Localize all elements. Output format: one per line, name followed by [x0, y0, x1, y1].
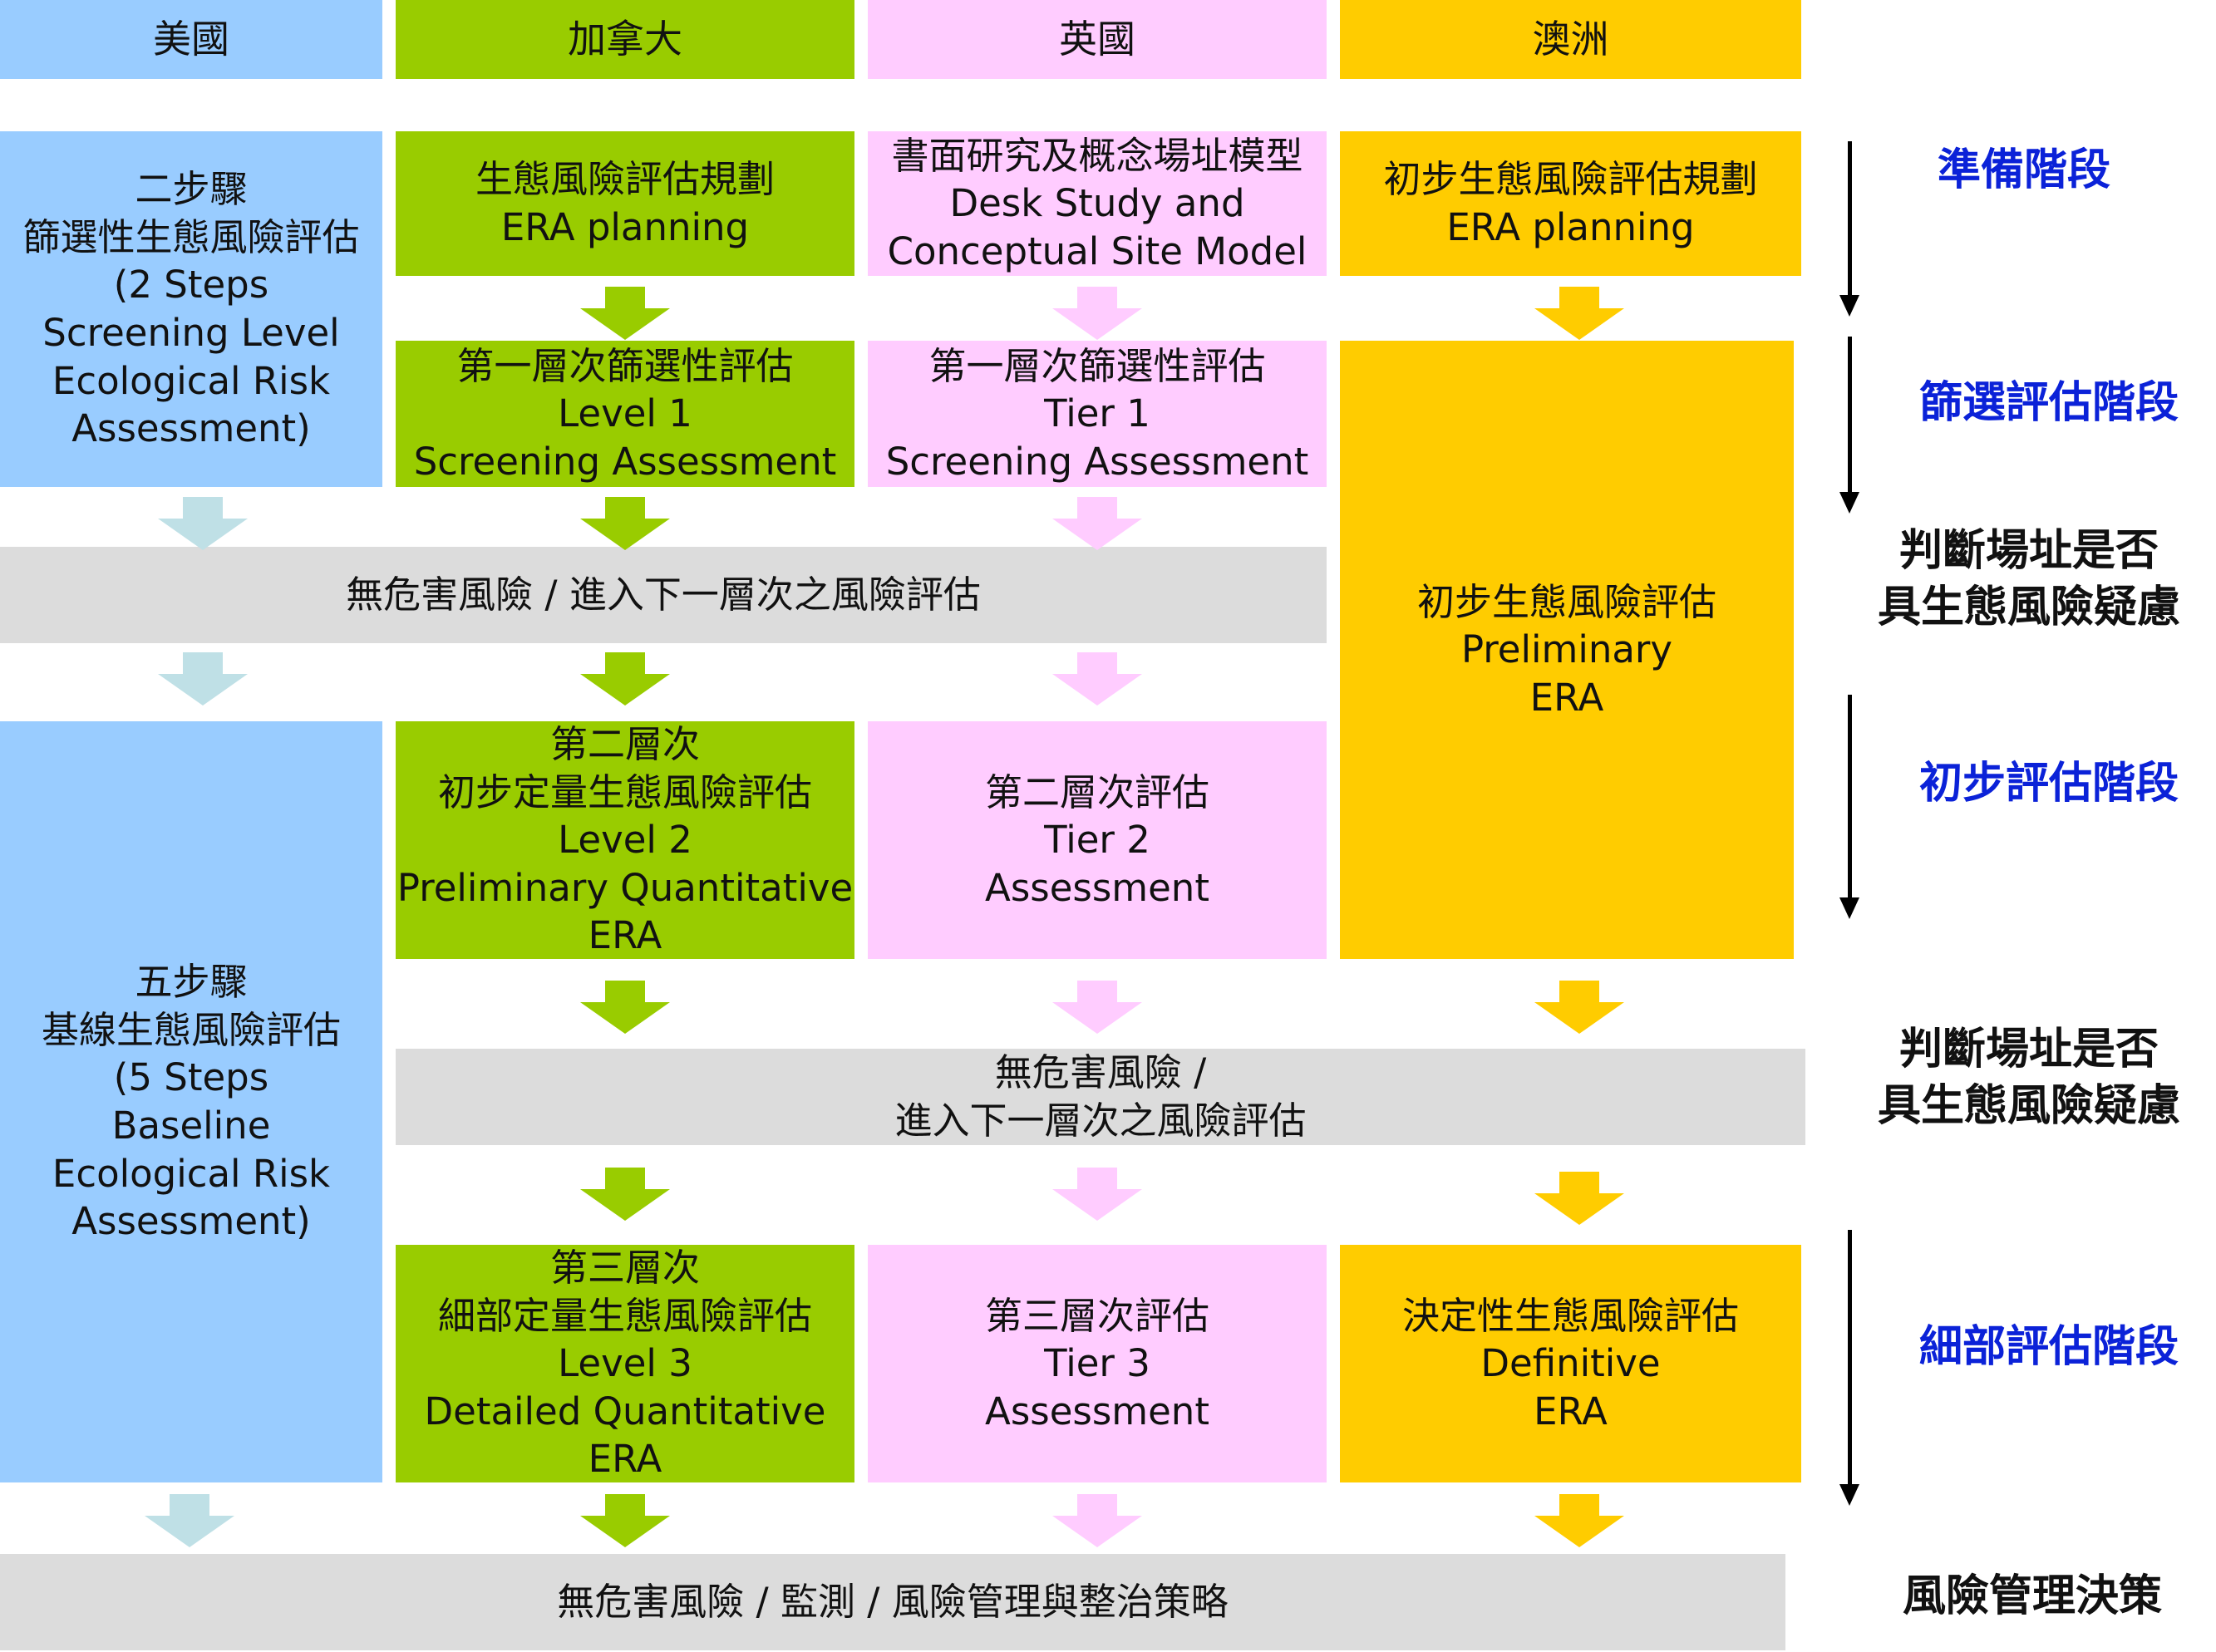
stage-arrowhead-detail: [1839, 1484, 1859, 1506]
uk-arrow-down: [1052, 497, 1142, 550]
uk-arrow-down: [1052, 1494, 1142, 1547]
stage-label-screening: 篩選評估階段: [1918, 378, 2179, 428]
ca-arrow-down: [580, 1168, 670, 1221]
ca-arrow-down: [580, 497, 670, 550]
uk-arrow-down: [1052, 1168, 1142, 1221]
stage-arrowhead-prelim: [1839, 897, 1859, 919]
stage-label-judge-1: 判斷場址是否具生態風險疑慮: [1877, 526, 2180, 632]
uk-arrow-down: [1052, 287, 1142, 340]
au-arrow-down: [1534, 1494, 1624, 1547]
ca-arrow-down: [580, 287, 670, 340]
stage-arrow-detail: [1848, 1230, 1852, 1489]
us-arrow-down: [158, 497, 248, 550]
stage-arrow-screen: [1848, 337, 1852, 499]
stage-arrow-prep: [1848, 141, 1852, 299]
header-uk: 英國: [868, 0, 1327, 79]
header-australia: 澳洲: [1340, 0, 1801, 79]
stage-arrowhead-screen: [1839, 492, 1859, 514]
ca-arrow-down: [580, 1494, 670, 1547]
stage-arrowhead-prep: [1839, 295, 1859, 317]
stage-label-preparation: 準備階段: [1937, 145, 2110, 195]
decision-bar-1: 無危害風險 / 進入下一層次之風險評估: [0, 547, 1327, 643]
stage-arrow-prelim: [1848, 695, 1852, 904]
stage-label-management: 風險管理決策: [1902, 1571, 2162, 1621]
au-arrow-down: [1534, 1172, 1624, 1225]
stage-label-detailed: 細部評估階段: [1918, 1322, 2179, 1372]
au-arrow-down: [1534, 981, 1624, 1034]
header-canada: 加拿大: [396, 0, 854, 79]
ca-arrow-down: [580, 652, 670, 706]
us-arrow-down: [145, 1494, 234, 1547]
stage-label-preliminary: 初步評估階段: [1918, 759, 2179, 809]
us-arrow-down: [158, 652, 248, 706]
ca-arrow-down: [580, 981, 670, 1034]
au-arrow-down: [1534, 287, 1624, 340]
final-decision-bar: 無危害風險 / 監測 / 風險管理與整治策略: [0, 1554, 1785, 1650]
decision-bar-2: 無危害風險 /進入下一層次之風險評估: [396, 1049, 1805, 1145]
header-usa: 美國: [0, 0, 382, 79]
stage-label-judge-2: 判斷場址是否具生態風險疑慮: [1877, 1025, 2180, 1131]
uk-arrow-down: [1052, 981, 1142, 1034]
uk-arrow-down: [1052, 652, 1142, 706]
